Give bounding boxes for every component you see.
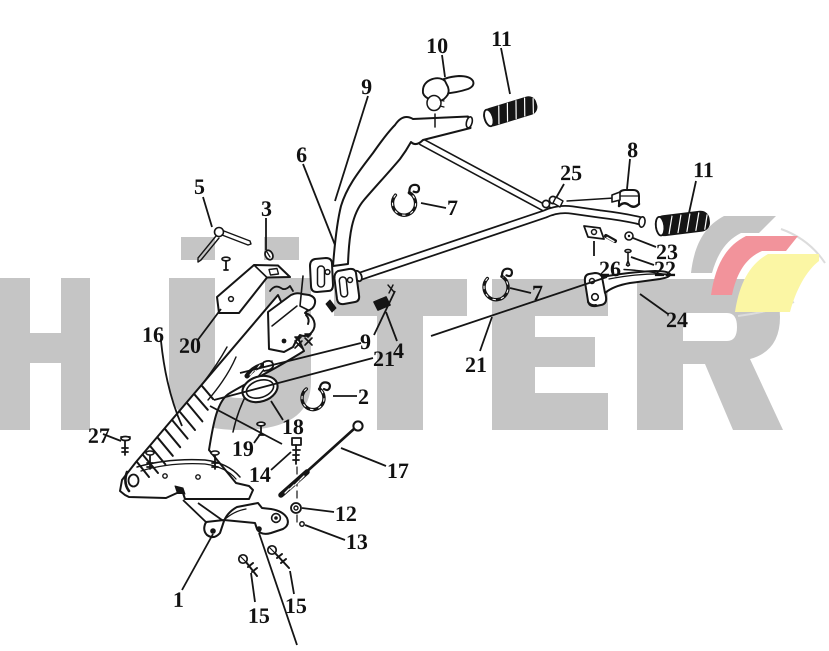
svg-text:16: 16 [142, 322, 164, 347]
svg-text:21: 21 [465, 352, 487, 377]
svg-text:21: 21 [373, 346, 395, 371]
svg-text:23: 23 [656, 239, 678, 264]
svg-text:13: 13 [346, 529, 368, 554]
svg-text:17: 17 [387, 458, 409, 483]
svg-text:15: 15 [285, 593, 307, 618]
svg-text:12: 12 [335, 501, 357, 526]
svg-text:9: 9 [360, 329, 371, 354]
svg-text:11: 11 [693, 157, 714, 182]
svg-text:5: 5 [194, 174, 205, 199]
svg-text:18: 18 [282, 414, 304, 439]
svg-text:25: 25 [560, 160, 582, 185]
svg-text:2: 2 [358, 384, 369, 409]
svg-text:6: 6 [296, 142, 307, 167]
svg-text:8: 8 [627, 137, 638, 162]
svg-text:7: 7 [447, 195, 458, 220]
svg-text:7: 7 [532, 280, 543, 305]
svg-text:19: 19 [232, 436, 254, 461]
svg-text:14: 14 [249, 462, 271, 487]
svg-text:9: 9 [361, 74, 372, 99]
svg-text:24: 24 [666, 307, 688, 332]
svg-text:10: 10 [426, 33, 448, 58]
svg-text:20: 20 [179, 333, 201, 358]
svg-text:4: 4 [393, 338, 404, 363]
svg-text:26: 26 [599, 256, 621, 281]
svg-text:27: 27 [88, 423, 110, 448]
svg-text:11: 11 [491, 26, 512, 51]
svg-text:3: 3 [261, 196, 272, 221]
svg-text:22: 22 [654, 256, 676, 281]
svg-text:1: 1 [173, 587, 184, 612]
svg-text:15: 15 [248, 603, 270, 628]
